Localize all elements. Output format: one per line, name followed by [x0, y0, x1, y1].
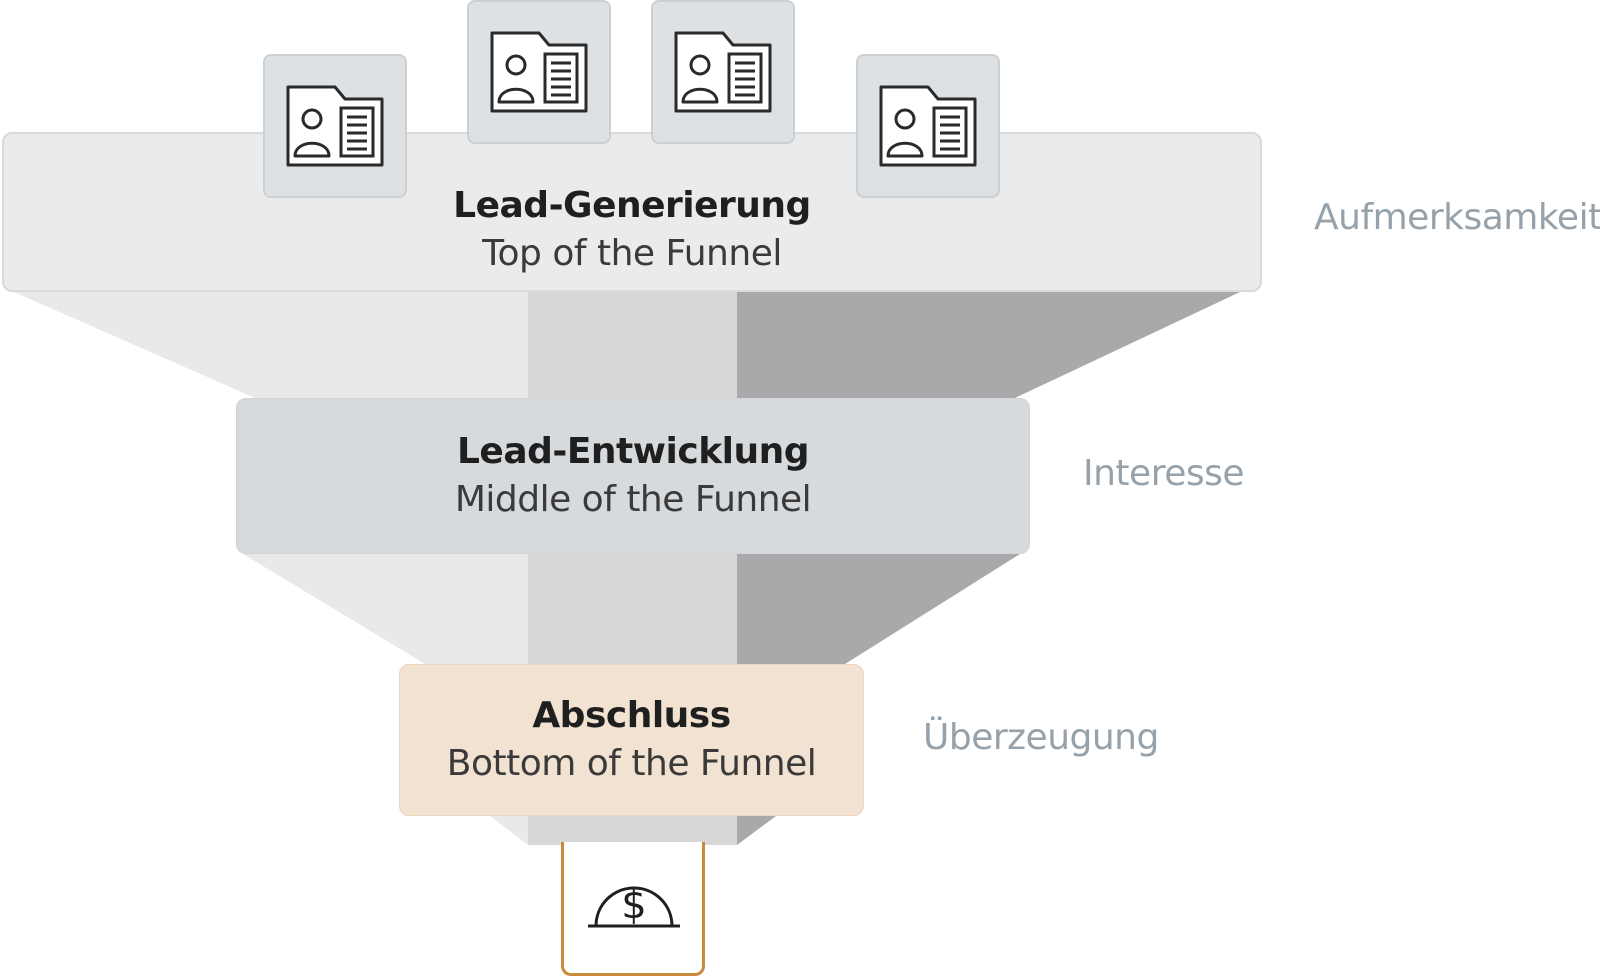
lower-cone-left	[243, 554, 528, 664]
contact-card-icon	[286, 85, 384, 167]
funnel-outlet: $	[561, 842, 705, 976]
contact-card-icon	[879, 85, 977, 167]
spout-center	[528, 816, 737, 845]
phase-label-interest: Interesse	[1083, 453, 1245, 494]
upper-cone-right	[737, 292, 1240, 398]
phase-label-attention: Aufmerksamkeit	[1314, 197, 1600, 238]
svg-text:$: $	[621, 882, 646, 928]
stage-middle-of-funnel: Lead-Entwicklung Middle of the Funnel	[236, 398, 1030, 554]
spout-left	[490, 816, 528, 845]
upper-cone-center	[528, 292, 737, 398]
phase-label-conviction: Überzeugung	[923, 717, 1159, 758]
stage-subtitle: Top of the Funnel	[482, 233, 782, 274]
upper-cone-left	[14, 292, 528, 398]
lower-cone-center	[528, 554, 737, 664]
stage-title: Abschluss	[532, 695, 731, 736]
lead-card	[856, 54, 1000, 198]
lead-card	[651, 0, 795, 144]
dollar-coin-icon: $	[588, 882, 680, 928]
contact-card-icon	[490, 31, 588, 113]
stage-title: Lead-Generierung	[453, 185, 811, 226]
stage-bottom-of-funnel: Abschluss Bottom of the Funnel	[399, 664, 864, 816]
stage-top-of-funnel: Lead-Generierung Top of the Funnel	[2, 132, 1262, 292]
stage-title: Lead-Entwicklung	[456, 431, 810, 472]
lead-card	[263, 54, 407, 198]
spout-right	[737, 816, 776, 845]
lead-card	[467, 0, 611, 144]
stage-subtitle: Middle of the Funnel	[454, 479, 812, 520]
stage-subtitle: Bottom of the Funnel	[446, 743, 817, 784]
lower-cone-right	[737, 554, 1020, 664]
contact-card-icon	[674, 31, 772, 113]
